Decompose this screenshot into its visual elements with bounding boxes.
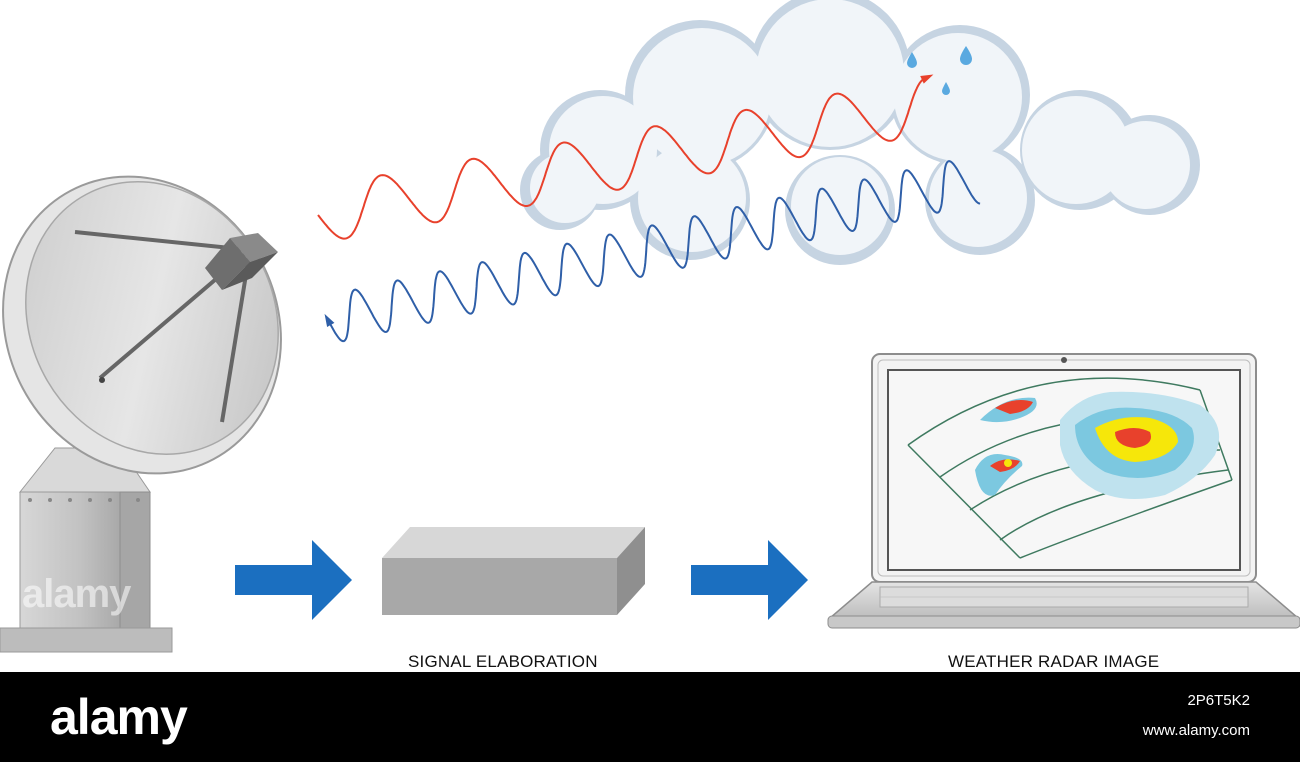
cloud-icon <box>520 0 1200 265</box>
footer-bar: alamy 2P6T5K2 www.alamy.com <box>0 672 1300 762</box>
laptop-icon <box>827 353 1300 629</box>
arrow-right-icon <box>235 540 352 620</box>
processing-box-icon <box>382 527 645 615</box>
reflected-wave-arrowhead <box>324 313 335 327</box>
footer-logo: alamy <box>50 689 188 745</box>
watermark: alamy <box>22 572 131 616</box>
reflected-wave <box>327 160 981 343</box>
satellite-dish-icon <box>0 175 282 653</box>
radar-diagram <box>0 0 1300 653</box>
image-id: 2P6T5K2 <box>1187 692 1250 709</box>
signal-elaboration-caption: SIGNAL ELABORATION <box>408 652 598 671</box>
transmitted-wave <box>317 76 928 240</box>
radar-image <box>907 377 1233 559</box>
weather-radar-image-caption: WEATHER RADAR IMAGE <box>948 652 1160 671</box>
site-url: www.alamy.com <box>1142 722 1250 739</box>
arrow-right-icon <box>691 540 808 620</box>
transmitted-wave-arrowhead <box>920 74 934 84</box>
raindrop-icon <box>907 46 972 95</box>
